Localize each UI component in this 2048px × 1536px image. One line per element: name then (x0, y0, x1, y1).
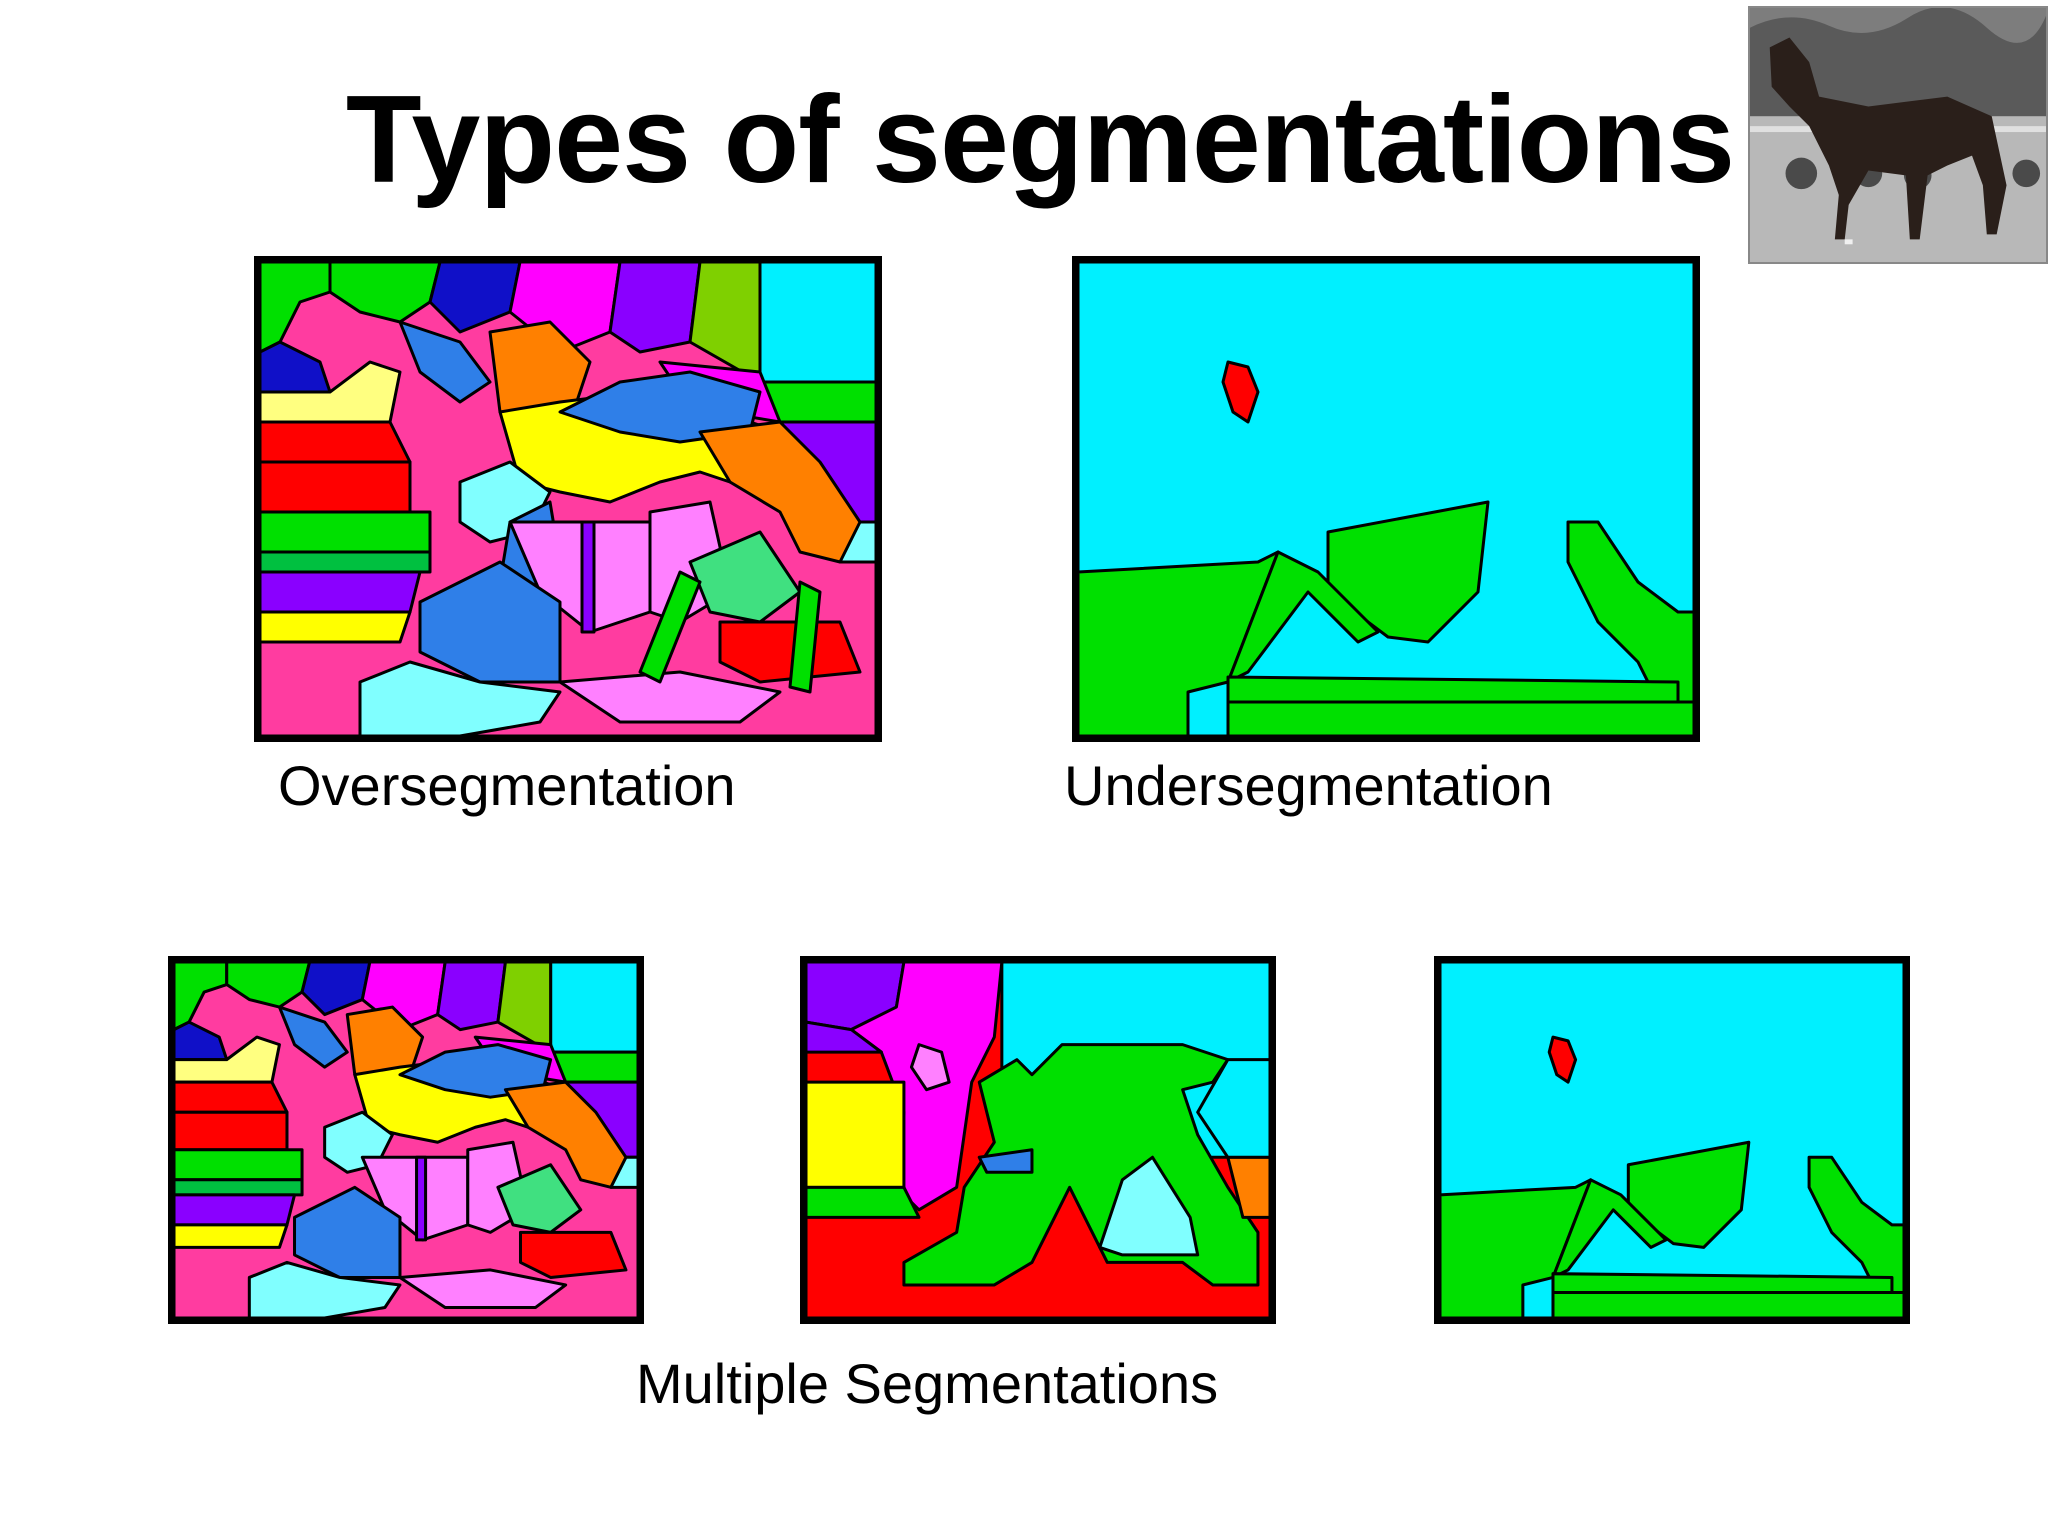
multiple-segmentations-caption: Multiple Segmentations (636, 1352, 1219, 1415)
undersegmentation-image (1072, 256, 1700, 742)
multiple-segmentation-under (1434, 956, 1910, 1324)
multiple-segmentation-mid (800, 956, 1276, 1324)
undersegmentation-caption: Undersegmentation (1064, 754, 1553, 817)
slide-title: Types of segmentations (345, 71, 1735, 209)
horse-reference-photo (1748, 6, 2048, 264)
multiple-segmentation-over (168, 956, 644, 1324)
oversegmentation-caption: Oversegmentation (278, 754, 736, 817)
oversegmentation-image (254, 256, 882, 742)
